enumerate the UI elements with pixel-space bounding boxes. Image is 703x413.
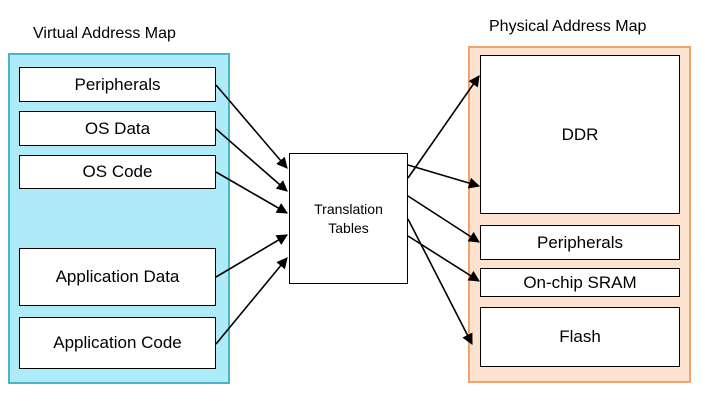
virtual-region-application-code: Application Code (19, 317, 216, 369)
virtual-region-application-data: Application Data (19, 248, 216, 306)
physical-region-on-chip-sram: On-chip SRAM (480, 268, 680, 297)
arrow-app-data-to-tables (215, 234, 288, 278)
translation-tables-label-line1: Translation (314, 200, 383, 217)
translation-tables-box: Translation Tables (289, 153, 408, 284)
arrow-tables-to-peripherals (407, 195, 480, 243)
virtual-map-title: Virtual Address Map (33, 25, 176, 42)
physical-map-title: Physical Address Map (489, 18, 647, 35)
arrow-tables-to-ddr-top (407, 75, 480, 179)
arrow-app-code-to-tables (215, 257, 288, 345)
virtual-region-peripherals: Peripherals (19, 67, 216, 102)
physical-region-flash: Flash (480, 307, 680, 367)
arrow-tables-to-sram (407, 235, 480, 282)
arrow-os-data-to-tables (215, 128, 288, 192)
translation-tables-label-line2: Tables (328, 219, 369, 236)
arrow-peripherals-to-tables (215, 84, 288, 169)
arrow-tables-to-flash (407, 218, 473, 345)
virtual-region-os-code: OS Code (19, 155, 216, 189)
arrow-os-code-to-tables (215, 171, 288, 214)
arrow-tables-to-ddr-bottom (407, 164, 481, 189)
physical-region-ddr: DDR (480, 55, 680, 214)
virtual-region-os-data: OS Data (19, 111, 216, 146)
physical-region-peripherals: Peripherals (480, 225, 680, 260)
